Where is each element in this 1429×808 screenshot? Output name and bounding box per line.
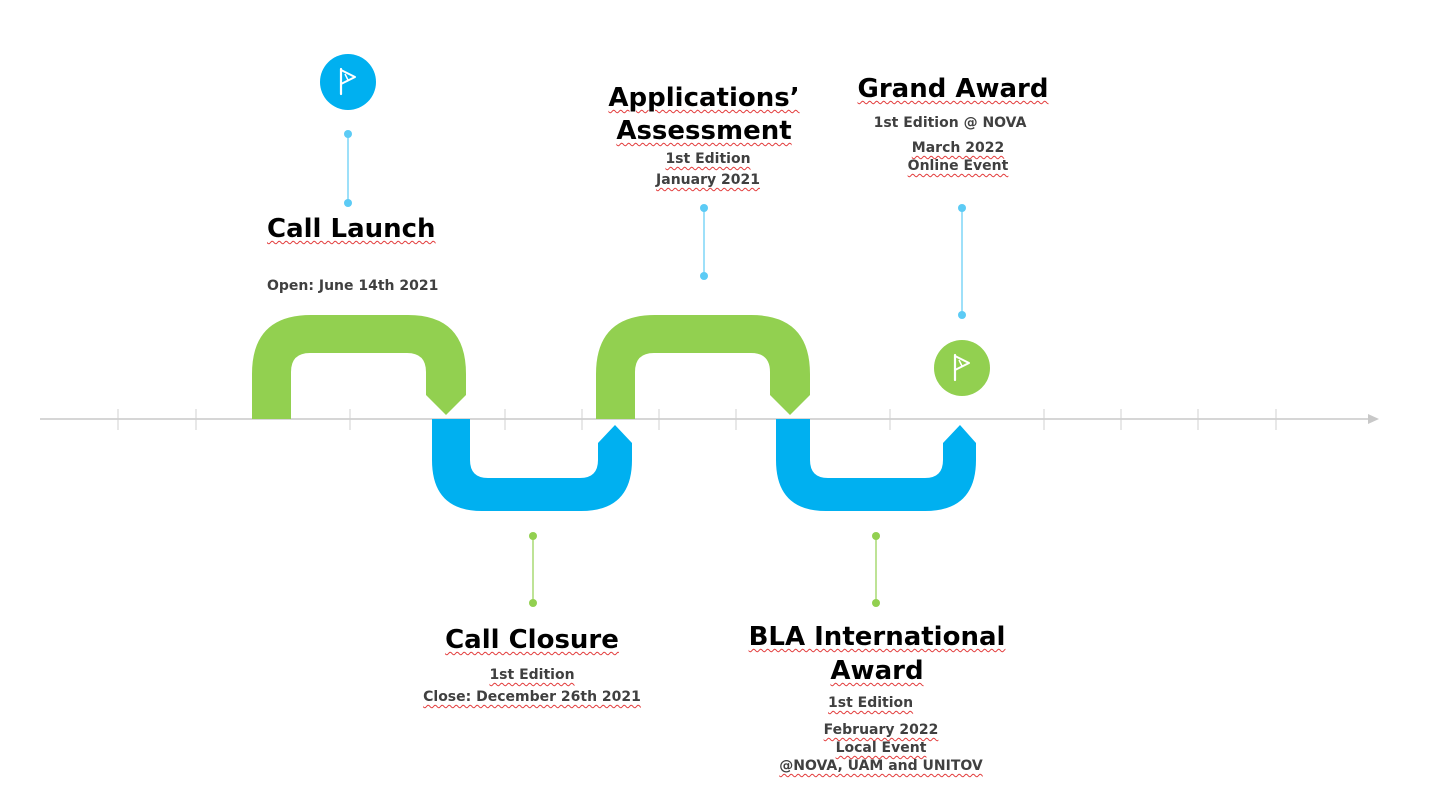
end-flag-icon — [934, 340, 990, 396]
connector-call-closure — [529, 532, 537, 607]
grand-award-edition: 1st Edition @ NOVA — [873, 115, 1027, 131]
connector-call-launch — [344, 130, 352, 207]
bla-award-title: BLA International Award — [748, 622, 1006, 686]
connector-bla-award — [872, 532, 880, 607]
connector-grand-award — [958, 204, 966, 319]
axis-arrow-head — [1368, 414, 1379, 424]
grand-award-title: Grand Award — [857, 74, 1049, 104]
green-arch-2 — [596, 315, 810, 419]
bla-award-edition: 1st Edition — [828, 695, 914, 711]
call-closure-title: Call Closure — [445, 625, 619, 655]
axis-ticks — [117, 409, 1277, 430]
call-launch-open-date: Open: June 14th 2021 — [267, 278, 439, 294]
connector-assessment — [700, 204, 708, 280]
call-closure-details: 1st Edition Close: December 26th 2021 — [423, 667, 641, 705]
assessment-title: Applications’ Assessment — [608, 83, 800, 146]
blue-trough-2 — [776, 419, 976, 511]
start-flag-icon — [320, 54, 376, 110]
grand-award-details: March 2022 Online Event — [907, 140, 1009, 174]
bla-award-details: February 2022 Local Event @NOVA, UAM and… — [779, 722, 983, 774]
green-arch-1 — [252, 315, 466, 419]
blue-trough-1 — [432, 419, 632, 511]
assessment-details: 1st Edition January 2021 — [656, 151, 760, 188]
call-launch-title: Call Launch — [267, 214, 436, 244]
